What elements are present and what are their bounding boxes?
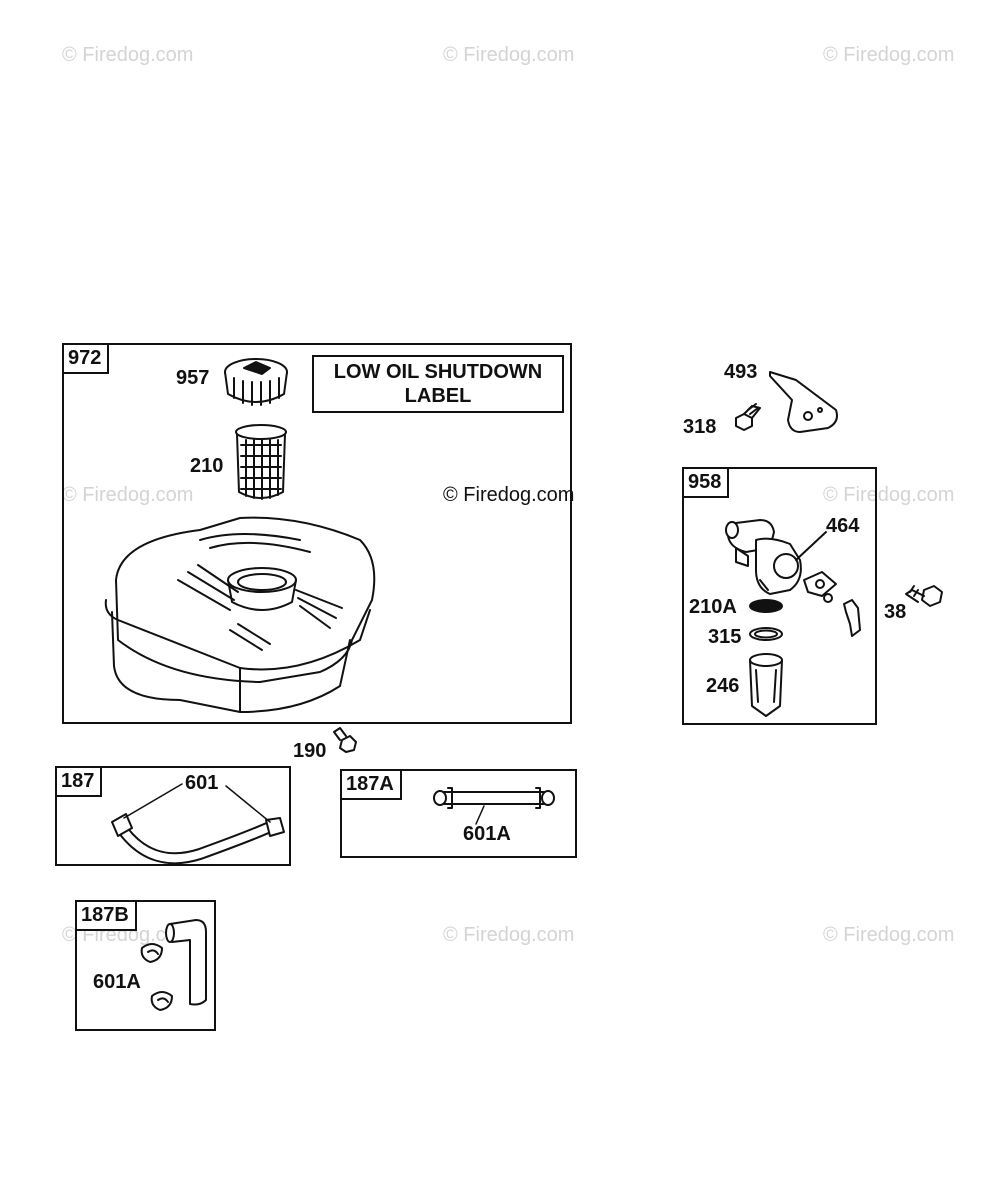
watermark: © Firedog.com	[443, 484, 575, 506]
watermark: © Firedog.com	[62, 484, 194, 506]
watermark: © Firedog.com	[443, 44, 575, 66]
callout-318[interactable]: 318	[683, 416, 717, 438]
screw-190	[333, 727, 357, 753]
assembly-box-187[interactable]: 187	[55, 766, 291, 866]
screen-210a	[749, 599, 783, 613]
watermark: © Firedog.com	[443, 924, 575, 946]
callout-246[interactable]: 246	[706, 675, 740, 697]
low-oil-shutdown-label: LOW OIL SHUTDOWN LABEL	[312, 355, 564, 413]
clip	[843, 599, 861, 637]
screw-38	[905, 585, 943, 607]
callout-210a[interactable]: 210A	[689, 596, 737, 618]
label-line-1: LOW OIL SHUTDOWN	[333, 361, 543, 383]
assembly-tag-187b: 187B	[77, 902, 137, 931]
callout-210[interactable]: 210	[190, 455, 224, 477]
callout-601[interactable]: 601	[185, 772, 219, 794]
elbow-hose-601a	[140, 919, 207, 1011]
watermark: © Firedog.com	[62, 44, 194, 66]
callout-464[interactable]: 464	[826, 515, 860, 537]
assembly-box-972[interactable]: 972	[62, 343, 572, 724]
bowl-246	[749, 653, 783, 717]
assembly-tag-958: 958	[684, 469, 730, 498]
fuel-line-601a	[433, 787, 555, 825]
callout-493[interactable]: 493	[724, 361, 758, 383]
callout-601a-187a[interactable]: 601A	[463, 823, 511, 845]
assembly-box-958[interactable]: 958	[682, 467, 877, 725]
fuel-line-601	[111, 783, 285, 865]
callout-38[interactable]: 38	[884, 601, 907, 623]
watermark: © Firedog.com	[823, 44, 955, 66]
callout-957[interactable]: 957	[176, 367, 210, 389]
screw-318	[735, 403, 761, 431]
assembly-box-187a[interactable]: 187A	[340, 769, 577, 858]
fuel-strainer-210	[235, 424, 287, 500]
callout-601a-187b[interactable]: 601A	[93, 971, 141, 993]
fuel-pump-464	[725, 519, 837, 597]
callout-315[interactable]: 315	[708, 626, 742, 648]
watermark: © Firedog.com	[823, 484, 955, 506]
label-line-2: LABEL	[404, 385, 472, 407]
assembly-box-187b[interactable]: 187B	[75, 900, 216, 1031]
watermark: © Firedog.com	[823, 924, 955, 946]
assembly-tag-187a: 187A	[342, 771, 402, 800]
callout-190[interactable]: 190	[293, 740, 327, 762]
assembly-tag-187: 187	[57, 768, 103, 797]
bracket-493	[769, 371, 838, 433]
assembly-tag-972: 972	[64, 345, 110, 374]
fuel-tank-972	[104, 516, 376, 713]
gasket-315	[749, 627, 783, 641]
fuel-cap-957	[224, 358, 288, 406]
